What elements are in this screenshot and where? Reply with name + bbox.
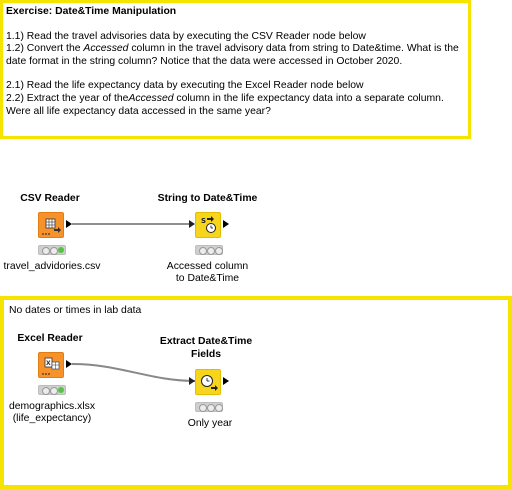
annotation-lab-text: No dates or times in lab data [9,305,142,316]
extract-datetime-label[interactable]: Only year [187,418,233,429]
annotation-lab-data[interactable]: No dates or times in lab data [0,296,512,489]
extract-datetime-input-port[interactable] [189,377,195,385]
string-to-datetime-label-2[interactable]: to Date&Time [175,273,240,284]
string-to-datetime-title: String to Date&Time [157,193,258,204]
excel-reader-status [38,385,66,395]
clock-icon [201,375,218,391]
csv-reader-title: CSV Reader [20,193,80,204]
string-to-datetime-icon: S [201,216,216,233]
excel-reader-node[interactable]: X [38,352,64,378]
annotation-line-2-2-em: Accessed [128,92,174,104]
string-to-datetime-node[interactable]: S [195,212,221,238]
annotation-line-1-1: 1.1) Read the travel advisories data by … [6,30,366,42]
svg-text:X: X [46,360,51,367]
svg-text:S: S [201,217,206,225]
string-to-datetime-input-port[interactable] [189,220,195,228]
annotation-line-2-2-a: 2.2) Extract the year of the [6,92,129,104]
annotation-line-1-2-a: 1.2) Convert the [6,43,84,55]
string-to-datetime-status [195,245,223,255]
excel-reader-title: Excel Reader [17,333,83,344]
csv-file-icon [42,218,61,235]
extract-datetime-title-1: Extract Date&Time [159,336,253,347]
csv-reader-status [38,245,66,255]
annotation-line-1-2: 1.2) Convert the Accessed column in the … [6,43,465,68]
excel-file-icon: X [42,357,60,375]
string-to-datetime-output-port[interactable] [223,220,229,228]
extract-datetime-status [195,402,223,412]
annotation-line-1-2-b: column in the travel advisory data from … [6,43,459,67]
annotation-line-2-2-b: column in the life expectancy data into … [6,92,444,117]
csv-reader-output-port[interactable] [66,220,72,228]
excel-reader-output-port[interactable] [66,360,72,368]
annotation-title: Exercise: Date&Time Manipulation [6,6,177,17]
annotation-line-1-2-em: Accessed [83,43,129,55]
string-to-datetime-label-1[interactable]: Accessed column [166,261,249,272]
extract-datetime-title-2: Fields [190,349,222,360]
extract-datetime-output-port[interactable] [223,377,229,385]
annotation-exercise[interactable]: Exercise: Date&Time Manipulation 1.1) Re… [0,0,471,139]
annotation-line-2-2: 2.2) Extract the year of theAccessed col… [6,93,465,118]
connection-excel-to-extract [71,363,196,382]
extract-datetime-node[interactable] [195,369,221,395]
csv-reader-node[interactable] [38,212,64,238]
annotation-line-2-1: 2.1) Read the life expectancy data by ex… [6,80,364,92]
excel-reader-label-1[interactable]: demographics.xlsx [8,401,96,412]
csv-reader-label[interactable]: travel_advidories.csv [3,261,101,272]
excel-reader-label-2[interactable]: (life_expectancy) [12,413,92,424]
